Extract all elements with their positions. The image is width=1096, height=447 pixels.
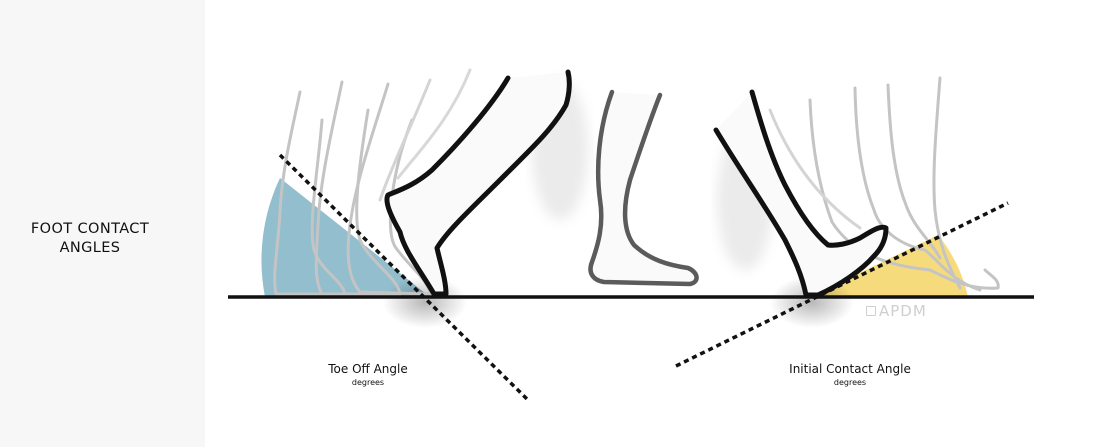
initial-contact-unit: degrees: [833, 378, 867, 387]
initial-contact-leg: [713, 89, 889, 298]
apdm-logo-mark-icon: [866, 306, 876, 316]
toe-off-angle-wedge: [261, 178, 430, 297]
toe-off-unit: degrees: [351, 378, 385, 387]
toe-off-caption: Toe Off Angle degrees: [308, 362, 428, 388]
toe-off-label: Toe Off Angle: [328, 362, 408, 376]
panel-title: FOOT CONTACT ANGLES: [0, 220, 180, 258]
panel-title-line2: ANGLES: [59, 240, 121, 256]
apdm-logo-text: APDM: [879, 302, 927, 320]
toe-off-leg: [384, 69, 572, 297]
ghost-legs-left: [273, 68, 472, 296]
side-panel: FOOT CONTACT ANGLES: [0, 0, 205, 447]
initial-contact-dashed-line: [675, 201, 1009, 368]
panel-title-line1: FOOT CONTACT: [30, 221, 150, 237]
mid-stance-leg: [588, 89, 699, 287]
initial-contact-caption: Initial Contact Angle degrees: [770, 362, 930, 388]
initial-contact-label: Initial Contact Angle: [789, 362, 911, 376]
ghost-legs-right: [768, 76, 1000, 292]
apdm-logo: APDM: [866, 302, 927, 320]
toe-off-dashed-line: [278, 153, 530, 402]
